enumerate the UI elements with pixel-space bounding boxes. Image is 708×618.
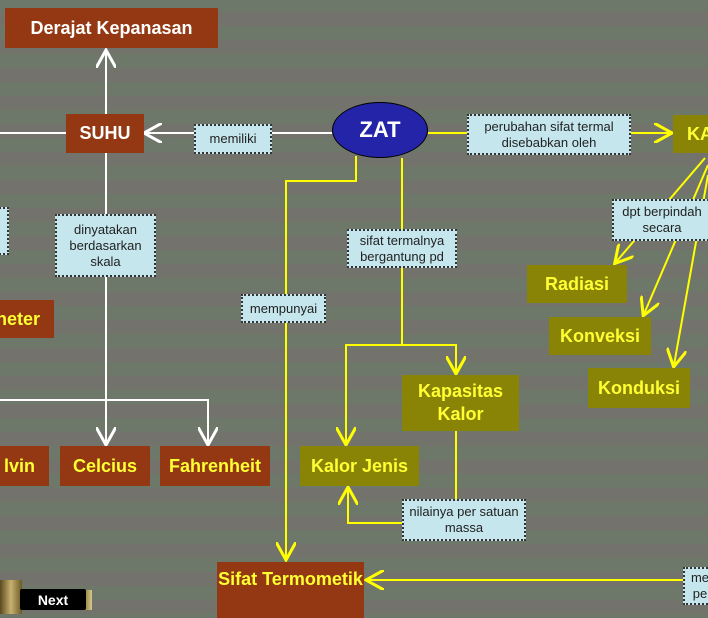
node-derajat-kepanasan: Derajat Kepanasan bbox=[5, 8, 218, 48]
label-partial-left bbox=[0, 207, 9, 255]
node-kalor-partial: KA bbox=[673, 115, 708, 153]
node-zat: ZAT bbox=[332, 102, 428, 158]
node-sifat-termometik: Sifat Termometik bbox=[217, 562, 364, 618]
label-mempunyai: mempunyai bbox=[241, 294, 326, 323]
node-kalor-jenis: Kalor Jenis bbox=[300, 446, 419, 486]
node-fahrenheit: Fahrenheit bbox=[160, 446, 270, 486]
node-konveksi: Konveksi bbox=[549, 317, 651, 355]
label-dpt-berpindah: dpt berpindah secara bbox=[612, 199, 708, 241]
node-kelvin-partial: lvin bbox=[0, 446, 49, 486]
node-radiasi: Radiasi bbox=[527, 265, 627, 303]
label-partial-right: me pe bbox=[683, 567, 708, 605]
nav-knob-decoration-right bbox=[84, 590, 92, 610]
node-celcius: Celcius bbox=[60, 446, 150, 486]
label-perubahan-sifat: perubahan sifat termal disebabkan oleh bbox=[467, 114, 631, 155]
label-memiliki: memiliki bbox=[194, 124, 272, 154]
label-nilainya: nilainya per satuan massa bbox=[402, 499, 526, 541]
node-termometer-partial: neter bbox=[0, 300, 54, 338]
node-kapasitas-kalor: Kapasitas Kalor bbox=[402, 375, 519, 431]
label-sifat-termalnya: sifat termalnya bergantung pd bbox=[347, 229, 457, 268]
node-konduksi: Konduksi bbox=[588, 368, 690, 408]
nav-knob-decoration bbox=[0, 580, 22, 614]
label-dinyatakan: dinyatakan berdasarkan skala bbox=[55, 214, 156, 277]
node-suhu: SUHU bbox=[66, 114, 144, 153]
next-button[interactable]: Next bbox=[20, 589, 86, 610]
